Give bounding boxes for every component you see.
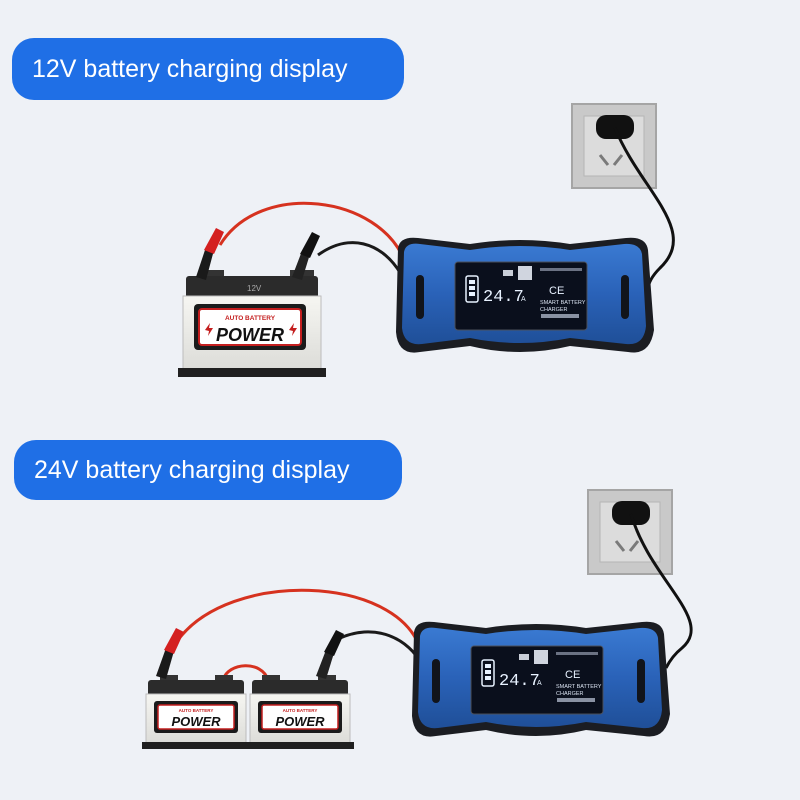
car-battery-24v-b: AUTO BATTERY POWER (246, 675, 354, 749)
power-cord-2 (629, 513, 693, 669)
red-cable-1 (218, 201, 407, 263)
charger-reading-1: 24.7 (483, 288, 524, 307)
ce-mark-1: CE (549, 285, 564, 297)
battery-name: POWER (216, 325, 284, 345)
charger-reading-2: 24.7 (499, 672, 540, 691)
battery-brand-2a: AUTO BATTERY (179, 708, 214, 713)
red-clamp-1 (196, 228, 224, 280)
smart-charger-1: 24.7 A CE SMART BATTERY CHARGER (396, 237, 654, 353)
smart-charger-2: 24.7 A CE SMART BATTERY CHARGER (412, 621, 670, 737)
black-cable-2 (335, 630, 424, 666)
charger-unit-2: A (537, 680, 542, 687)
battery-voltage-label: 12V (247, 284, 262, 293)
charger-unit-1: A (521, 296, 526, 303)
charger-text-1b: CHARGER (540, 307, 568, 313)
battery-brand-2b: AUTO BATTERY (283, 708, 318, 713)
black-cable-1 (317, 241, 408, 286)
red-clamp-2 (156, 628, 184, 679)
section-title-12v: 12V battery charging display (12, 38, 404, 100)
charger-text-2b: CHARGER (556, 691, 584, 697)
black-clamp-1 (292, 232, 320, 280)
wall-socket-1 (571, 103, 657, 189)
battery-brand: AUTO BATTERY (225, 315, 276, 322)
battery-name-2b: POWER (275, 714, 325, 729)
charger-text-2a: SMART BATTERY (556, 684, 602, 690)
charger-text-1a: SMART BATTERY (540, 300, 586, 306)
section-title-24v: 24V battery charging display (14, 440, 402, 500)
car-battery-24v-a: AUTO BATTERY POWER (142, 675, 250, 749)
ce-mark-2: CE (565, 669, 580, 681)
wall-socket-2 (587, 489, 673, 575)
red-cable-2 (176, 588, 422, 649)
black-clamp-2 (316, 630, 344, 679)
battery-name-2a: POWER (171, 714, 221, 729)
car-battery-12v: 12V AUTO BATTERY POWER (178, 270, 326, 377)
